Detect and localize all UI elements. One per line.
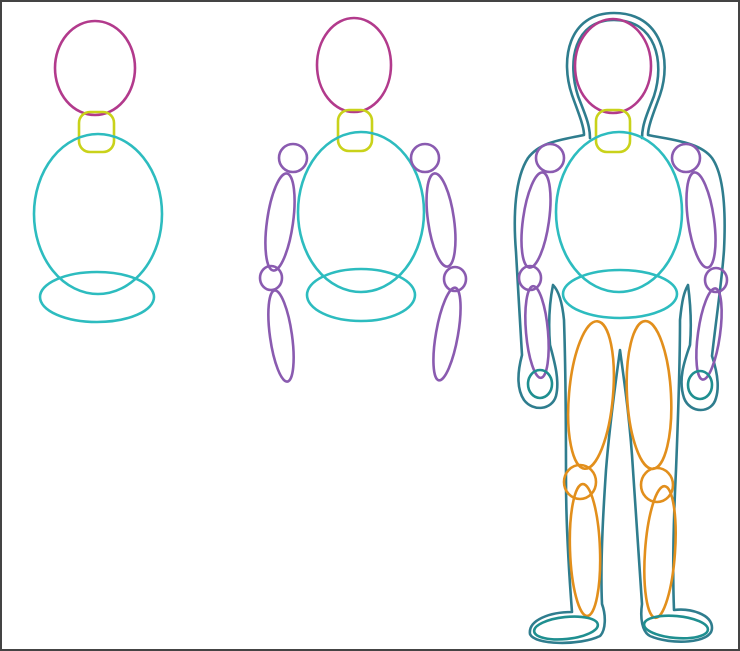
figure-2-left-upper-arm — [260, 172, 299, 273]
figure-3-left-shoulder — [536, 144, 564, 172]
figure-3-right-knee — [641, 468, 673, 502]
figure-3-pelvis — [563, 270, 677, 318]
figure-2-head — [317, 18, 391, 112]
figure-3-neck — [596, 110, 630, 152]
figure-2-pelvis — [307, 269, 415, 321]
figure-1-head-and-torso — [34, 21, 162, 322]
figure-3-full-body — [515, 13, 727, 643]
figure-2-neck — [338, 110, 372, 151]
figure-3-body-outline — [515, 13, 725, 643]
figure-3-head — [575, 19, 651, 113]
figure-3-left-thigh — [563, 319, 620, 470]
figure-3-left-shin — [568, 484, 603, 617]
figure-3-right-upper-arm — [681, 171, 720, 270]
figure-1-neck — [79, 112, 114, 152]
figure-2-with-arms — [260, 18, 466, 383]
figure-3-inner-outline — [573, 20, 658, 138]
figure-2-left-shoulder — [279, 144, 307, 172]
figure-3-left-forearm — [522, 285, 552, 379]
figure-1-pelvis — [40, 272, 154, 322]
figure-3-left-upper-arm — [516, 171, 555, 270]
figure-2-right-shoulder — [411, 144, 439, 172]
figure-2-right-forearm — [428, 286, 466, 382]
figure-1-head — [55, 21, 135, 115]
figure-3-right-shoulder — [672, 144, 700, 172]
figure-2-left-forearm — [264, 289, 299, 383]
figure-1-chest — [34, 134, 162, 294]
figure-2-right-upper-arm — [422, 172, 461, 269]
figure-3-left-hand — [528, 370, 552, 398]
figure-3-right-forearm — [692, 287, 727, 381]
figure-3-chest — [556, 132, 682, 292]
